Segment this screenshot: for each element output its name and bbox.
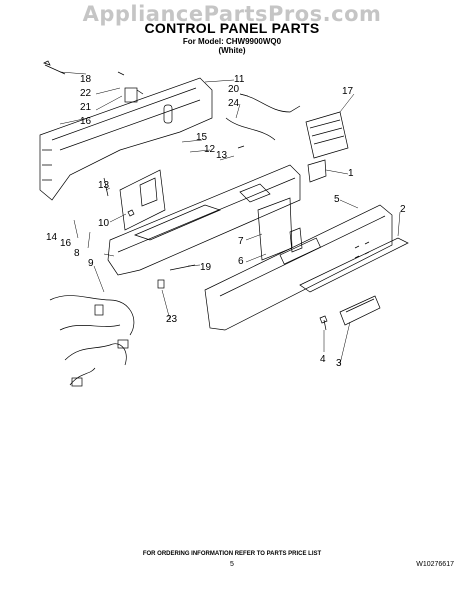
callout-9: 9: [88, 258, 94, 269]
clip-23-part: [157, 279, 165, 289]
callout-24: 24: [228, 98, 240, 109]
small-harness-part: [239, 93, 301, 113]
callout-21: 21: [80, 102, 92, 113]
page-number: 5: [230, 561, 234, 568]
leader-lines: [59, 71, 401, 365]
callout-15: 15: [196, 132, 208, 143]
control-board-part: [305, 111, 349, 159]
callout-6: 6: [238, 256, 244, 267]
callout-1: 1: [348, 168, 354, 179]
screw-18-part: [43, 60, 66, 75]
callout-12: 12: [204, 144, 216, 155]
rear-panel-part: [39, 77, 213, 201]
callout-2: 2: [400, 204, 406, 215]
callout-20: 20: [228, 84, 240, 95]
callout-18: 18: [80, 74, 92, 85]
callout-23: 23: [166, 314, 178, 325]
callout-13-b: 13: [98, 180, 110, 191]
callout-14: 14: [46, 232, 58, 243]
harness-24-part: [225, 117, 276, 141]
callout-22: 22: [80, 88, 92, 99]
wire-harness-part: [49, 295, 135, 387]
console-part: [204, 204, 393, 331]
bracket-7-part: [257, 197, 293, 261]
model-line: For Model: CHW9900WQ0: [182, 37, 282, 46]
color-line: (White): [218, 46, 246, 55]
clip-part: [117, 71, 144, 103]
callout-13-a: 13: [216, 150, 228, 161]
screw-10-part: [127, 209, 135, 217]
support-frame-part: [107, 164, 301, 276]
callout-16: 16: [80, 116, 92, 127]
callout-11: 11: [234, 74, 245, 85]
trim-2-part: [299, 237, 409, 293]
callout-19: 19: [200, 262, 212, 273]
overlay-3-part: [339, 295, 381, 326]
document-number: W10276617: [416, 561, 454, 568]
callout-5: 5: [334, 194, 340, 205]
module-6-part: [289, 227, 303, 253]
callout-10: 10: [98, 218, 110, 229]
callout-7: 7: [238, 236, 244, 247]
callout-3: 3: [336, 358, 342, 369]
screw-4-part: [319, 315, 328, 331]
bracket-1-part: [307, 159, 327, 183]
watermark: AppliancePartsPros.com: [82, 2, 382, 26]
callout-16-b: 16: [60, 238, 72, 249]
ordering-note: FOR ORDERING INFORMATION REFER TO PARTS …: [142, 551, 322, 557]
screw-13-part: [103, 177, 109, 197]
callout-8: 8: [74, 248, 80, 259]
callout-17: 17: [342, 86, 354, 97]
callout-4: 4: [320, 354, 326, 365]
screw-13b-part: [237, 145, 245, 149]
diagram-title: CONTROL PANEL PARTS: [144, 20, 320, 36]
